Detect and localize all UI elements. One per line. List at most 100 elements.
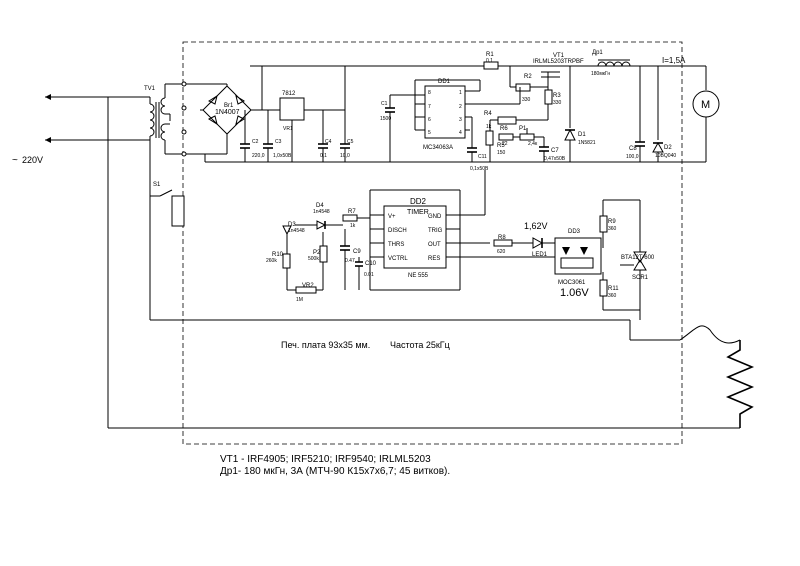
transformer-tv1: TV1: [144, 81, 200, 157]
cap-c1: C1 1500: [380, 94, 425, 162]
triac-stage: R9 360 R11 360 BTA12T-600 SCR1: [599, 199, 655, 320]
svg-text:C11: C11: [478, 154, 487, 160]
svg-text:C7: C7: [551, 148, 559, 154]
svg-text:260k: 260k: [266, 258, 277, 264]
svg-text:10,0: 10,0: [340, 153, 350, 159]
svg-text:R8: R8: [498, 235, 506, 241]
svg-text:VR1: VR1: [283, 126, 293, 132]
ic-dd1: DD1 MC34063A 8 7 6 5 1 2 3 4: [414, 79, 520, 151]
svg-text:VR2: VR2: [302, 283, 314, 289]
svg-text:22: 22: [502, 141, 508, 147]
svg-text:1N5821: 1N5821: [578, 140, 596, 146]
svg-text:R9: R9: [608, 219, 616, 225]
svg-text:R6: R6: [500, 126, 508, 132]
svg-text:V+: V+: [388, 214, 396, 220]
bridge-br1: Br1 1N4007: [200, 83, 262, 155]
mosfet-vt1: VT1 IRLML5203TRPBF: [533, 53, 584, 80]
fuse-symbol: [679, 325, 741, 344]
svg-text:Br1: Br1: [224, 103, 234, 109]
svg-text:Др1: Др1: [592, 50, 603, 56]
dd3-voltage: 1.06V: [560, 287, 589, 299]
svg-text:0.47: 0.47: [345, 258, 355, 264]
heater-load: [629, 320, 755, 428]
heater-zigzag: [725, 340, 755, 428]
svg-text:1N4007: 1N4007: [215, 109, 240, 116]
svg-text:D4: D4: [316, 203, 324, 209]
svg-text:0,1x50В: 0,1x50В: [470, 166, 489, 172]
feedback-network: R4 1k R5 150 R6 22 P1 2,4к C7 0,47x50В: [484, 110, 566, 162]
regulator-vr1: 7812 VR1 C3 1,0x50В: [262, 91, 323, 162]
svg-text:IRLML5203TRPBF: IRLML5203TRPBF: [533, 59, 584, 65]
svg-text:150: 150: [497, 150, 506, 156]
svg-text:0.01: 0.01: [364, 272, 374, 278]
svg-text:5: 5: [428, 130, 431, 136]
pcb-outline: [182, 41, 683, 445]
svg-text:620: 620: [497, 249, 506, 255]
svg-text:R11: R11: [608, 286, 619, 292]
resistors-r2-r3: R2 330 R3 330: [509, 66, 562, 110]
svg-text:THRS: THRS: [388, 242, 404, 248]
svg-text:OUT: OUT: [428, 242, 441, 248]
svg-text:MC34063A: MC34063A: [423, 145, 453, 151]
svg-text:DD2: DD2: [410, 197, 427, 206]
svg-text:6: 6: [428, 117, 431, 123]
svg-text:R5: R5: [497, 143, 505, 149]
svg-text:VT1: VT1: [553, 53, 565, 59]
svg-text:330: 330: [553, 100, 562, 106]
svg-text:360: 360: [608, 293, 617, 299]
diode-d1: D1 1N5821: [564, 66, 596, 162]
svg-text:M: M: [701, 99, 710, 111]
svg-text:R10: R10: [272, 252, 284, 258]
svg-text:1500: 1500: [380, 116, 391, 122]
svg-text:C10: C10: [365, 261, 377, 267]
resistor-r1: R1 0,1: [483, 52, 499, 70]
svg-text:360: 360: [608, 226, 617, 232]
svg-text:1k: 1k: [486, 124, 492, 130]
svg-text:RES: RES: [428, 256, 440, 262]
svg-text:7812: 7812: [282, 91, 296, 97]
svg-text:0,1: 0,1: [486, 58, 493, 64]
svg-text:R4: R4: [484, 111, 492, 117]
led1-voltage: 1,62V: [524, 221, 548, 231]
svg-text:1k: 1k: [350, 223, 356, 229]
note-vt1-alternatives: VT1 - IRF4905; IRF5210; IRF9540; IRLML52…: [220, 454, 431, 465]
svg-text:NE 555: NE 555: [408, 273, 429, 279]
current-label: I=1,5A: [662, 56, 686, 65]
svg-text:S1: S1: [153, 182, 161, 188]
svg-text:MOC3061: MOC3061: [558, 280, 586, 286]
mains-voltage: 220V: [22, 155, 43, 165]
svg-text:C5: C5: [347, 139, 354, 145]
svg-text:8: 8: [428, 90, 431, 96]
svg-text:D1: D1: [578, 132, 586, 138]
svg-text:C2: C2: [252, 139, 259, 145]
cap-c11: C11 0,1x50В: [467, 147, 489, 172]
svg-text:SCR1: SCR1: [632, 275, 649, 281]
mains-symbol: ~: [12, 155, 18, 166]
optocoupler-dd3: DD3 MOC3061 1.06V: [446, 229, 602, 299]
svg-text:D3: D3: [288, 222, 296, 228]
svg-text:10BQ040: 10BQ040: [655, 153, 676, 159]
choke-dr1: Др1 180мкГн I=1,5A: [570, 50, 706, 77]
svg-text:D2: D2: [664, 145, 672, 151]
svg-text:220,0: 220,0: [252, 153, 265, 159]
svg-text:BTA12T-600: BTA12T-600: [621, 255, 655, 261]
svg-text:P2: P2: [313, 250, 321, 256]
svg-text:500k: 500k: [308, 256, 319, 262]
svg-text:DD1: DD1: [438, 79, 451, 85]
svg-text:1,0x50В: 1,0x50В: [273, 153, 292, 159]
svg-text:0,47x50В: 0,47x50В: [544, 156, 566, 162]
note-board-size: Печ. плата 93x35 мм.: [281, 340, 370, 350]
svg-text:VCTRL: VCTRL: [388, 256, 408, 262]
svg-text:0,1: 0,1: [320, 153, 327, 159]
output-stage: C8 100,0 D2 10BQ040 M: [626, 66, 720, 163]
svg-text:R3: R3: [553, 93, 561, 99]
svg-text:7: 7: [428, 104, 431, 110]
note-choke-spec: Др1- 180 мкГн, 3А (МТЧ-90 К15x7x6,7; 45 …: [220, 466, 450, 477]
svg-text:C3: C3: [275, 139, 282, 145]
svg-text:2,4к: 2,4к: [528, 141, 538, 147]
svg-text:R7: R7: [348, 209, 356, 215]
svg-text:C1: C1: [381, 101, 388, 107]
svg-text:DISCH: DISCH: [388, 228, 407, 234]
svg-text:TRIG: TRIG: [428, 228, 443, 234]
